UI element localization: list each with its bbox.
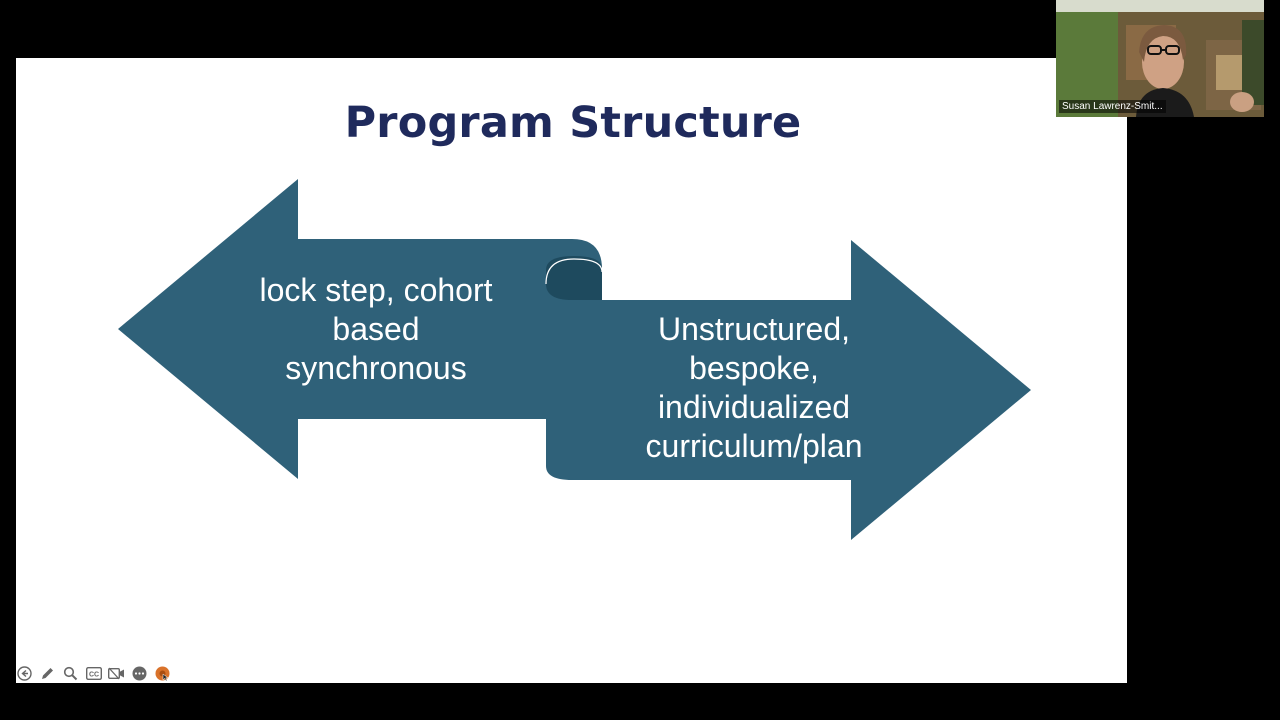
left-arrow-line: based xyxy=(332,311,420,347)
left-arrow-line: synchronous xyxy=(285,350,467,386)
scroll-curl-highlight xyxy=(545,258,603,285)
presentation-toolbar: CC xyxy=(16,662,171,684)
right-arrow xyxy=(546,240,1031,540)
right-arrow-line: Unstructured, xyxy=(657,311,851,347)
bidirectional-arrow-diagram xyxy=(118,179,1031,540)
participant-video-tile[interactable]: Susan Lawrenz-Smit... xyxy=(1056,0,1264,117)
back-icon[interactable] xyxy=(16,665,33,682)
slide-title: Program Structure xyxy=(344,98,802,148)
left-arrow-text: lock step, cohort based synchronous xyxy=(221,271,531,388)
left-arrow-line: lock step, cohort xyxy=(259,272,493,308)
right-arrow-text: Unstructured, bespoke, individualized cu… xyxy=(606,310,902,466)
right-arrow-line: curriculum/plan xyxy=(645,428,863,464)
shared-slide: Program Structure lock step, cohort base… xyxy=(16,58,1127,683)
right-arrow-line: individualized xyxy=(657,389,851,425)
zoom-icon[interactable] xyxy=(62,665,79,682)
pointer-icon[interactable] xyxy=(154,665,171,682)
more-icon[interactable] xyxy=(131,665,148,682)
svg-text:CC: CC xyxy=(88,671,98,678)
participant-name-label: Susan Lawrenz-Smit... xyxy=(1059,100,1166,113)
right-arrow-line: bespoke, xyxy=(689,350,819,386)
left-arrow xyxy=(118,179,602,479)
pen-icon[interactable] xyxy=(39,665,56,682)
camera-icon[interactable] xyxy=(108,665,125,682)
participant-video-feed xyxy=(1056,0,1264,117)
captions-icon[interactable]: CC xyxy=(85,665,102,682)
scroll-curl xyxy=(546,256,602,300)
